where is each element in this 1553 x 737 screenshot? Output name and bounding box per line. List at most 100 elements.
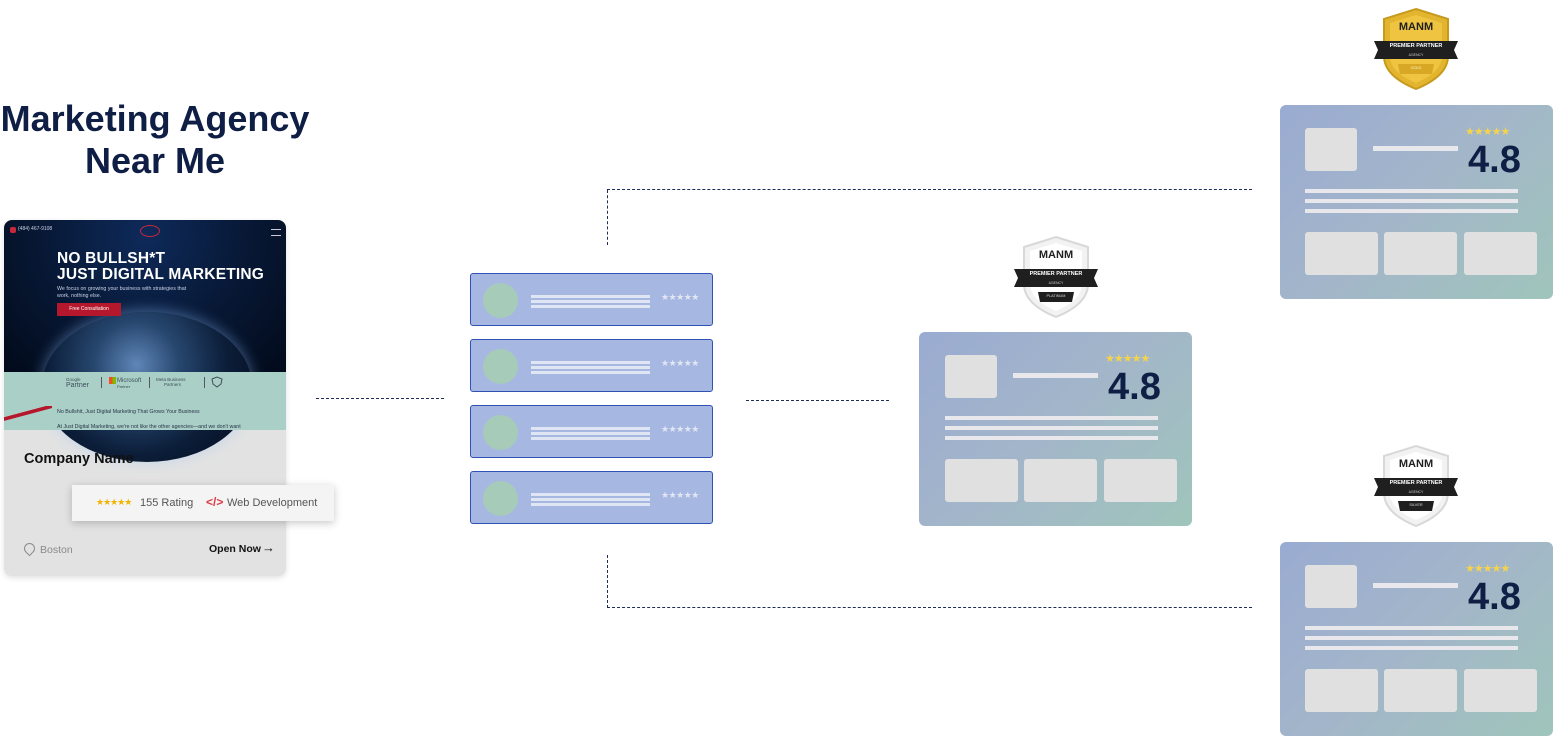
profile-score: 4.8 [1108, 366, 1161, 408]
listing-item[interactable]: ★★★★★ [470, 273, 713, 326]
silver-shield-icon [1374, 444, 1458, 528]
meta-partner-line-2: Partners [164, 382, 182, 387]
site-intro-heading: No Bullshit, Just Digital Marketing That… [57, 409, 200, 415]
meta-partner-line-1: Meta Business [156, 377, 186, 382]
listing-avatar [483, 349, 518, 384]
profile-text-line [1305, 646, 1518, 650]
listing-item[interactable]: ★★★★★ [470, 471, 713, 524]
microsoft-partner-logo: Microsoft Partner [109, 377, 141, 390]
arrow-right-icon[interactable]: → [262, 540, 275, 555]
partner-divider [101, 377, 102, 388]
listing-text-line [531, 503, 650, 506]
hamburger-menu-icon [271, 229, 281, 236]
site-cta-button: Free Consultation [57, 303, 121, 316]
profile-gallery-item [1024, 459, 1097, 502]
connector-down-horizontal [607, 607, 1252, 608]
listing-avatar [483, 415, 518, 450]
connector-card-to-list [316, 398, 444, 399]
badge-brand: MANM [1038, 249, 1074, 261]
badge-tier: SILVER [1409, 503, 1423, 507]
site-headline-line-2: JUST DIGITAL MARKETING [57, 266, 265, 283]
listing-stars: ★★★★★ [661, 358, 699, 368]
profile-gallery-item [1464, 232, 1537, 275]
listing-avatar [483, 481, 518, 516]
profile-score: 4.8 [1468, 139, 1521, 181]
code-icon: </> [206, 495, 224, 509]
listing-stars: ★★★★★ [661, 292, 699, 302]
phone-icon [10, 227, 16, 233]
listing-stars: ★★★★★ [661, 490, 699, 500]
connector-up-horizontal [607, 189, 1252, 190]
site-phone: (484) 467-9108 [18, 226, 53, 232]
badge-tier: GOLD [1410, 66, 1422, 70]
badge-ribbon: PREMIER PARTNER [1029, 271, 1083, 277]
listing-item[interactable]: ★★★★★ [470, 405, 713, 458]
category-label: Web Development [227, 497, 318, 509]
site-subtitle: We focus on growing your business with s… [57, 286, 187, 299]
profile-title-line [1373, 583, 1458, 588]
listing-avatar [483, 283, 518, 318]
listing-text-line [531, 300, 650, 303]
badge-ribbon: PREMIER PARTNER [1389, 480, 1443, 486]
platinum-badge: MANM PREMIER PARTNER AGENCY PLATINUM [1010, 234, 1102, 320]
rating-count: 155 Rating [140, 497, 194, 509]
company-card[interactable]: (484) 467-9108 NO BULLSH*T JUST DIGITAL … [4, 220, 286, 576]
award-badge-icon [211, 376, 223, 390]
website-screenshot: (484) 467-9108 NO BULLSH*T JUST DIGITAL … [4, 220, 286, 462]
listing-text-line [531, 493, 650, 496]
profile-text-line [945, 426, 1158, 430]
listing-item[interactable]: ★★★★★ [470, 339, 713, 392]
rating-stars: ★★★★★ [96, 497, 132, 507]
gold-badge: MANM PREMIER PARTNER AGENCY GOLD [1370, 6, 1462, 92]
heading-line-2: Near Me [84, 140, 226, 181]
badge-brand: MANM [1398, 21, 1434, 33]
profile-panel-silver[interactable]: ★★★★★ 4.8 [1280, 542, 1553, 736]
microsoft-partner-line-2: Partner [117, 384, 131, 390]
badge-agency: AGENCY [1408, 490, 1424, 494]
heading-line-1: Marketing Agency [0, 98, 310, 139]
listing-text-line [531, 305, 650, 308]
listing-text-line [531, 432, 650, 435]
profile-title-line [1373, 146, 1458, 151]
profile-title-line [1013, 373, 1098, 378]
rating-category-chip: ★★★★★ 155 Rating </> Web Development [72, 485, 334, 521]
page-heading: Marketing Agency Near Me [0, 98, 310, 182]
profile-panel-gold[interactable]: ★★★★★ 4.8 [1280, 105, 1553, 299]
partner-divider [149, 377, 150, 388]
badge-agency: AGENCY [1408, 53, 1424, 57]
listing-text-line [531, 427, 650, 430]
profile-text-line [1305, 209, 1518, 213]
listing-text-line [531, 498, 650, 501]
listing-text-line [531, 371, 650, 374]
open-now-link[interactable]: Open Now [209, 543, 261, 555]
profile-gallery-item [945, 459, 1018, 502]
profile-gallery-item [1104, 459, 1177, 502]
company-name: Company Name [24, 451, 134, 467]
badge-agency: AGENCY [1048, 281, 1064, 285]
profile-gallery-item [1384, 232, 1457, 275]
profile-text-line [1305, 636, 1518, 640]
profile-text-line [945, 416, 1158, 420]
profile-score: 4.8 [1468, 576, 1521, 618]
badge-brand: MANM [1398, 458, 1434, 470]
google-partner-line-2: Partner [66, 382, 89, 389]
location-label: Boston [40, 544, 73, 556]
connector-down-vertical [607, 555, 608, 608]
profile-panel-platinum[interactable]: ★★★★★ 4.8 [919, 332, 1192, 526]
connector-up-vertical [607, 190, 608, 245]
listing-text-line [531, 361, 650, 364]
connector-list-to-profile [746, 400, 889, 401]
microsoft-partner-line-1: Microsoft [117, 378, 142, 385]
site-intro-text: At Just Digital Marketing, we're not lik… [57, 424, 241, 430]
profile-gallery-item [1305, 232, 1378, 275]
google-partner-logo: Google Partner [66, 377, 89, 389]
site-headline-line-1: NO BULLSH*T [57, 250, 166, 267]
profile-stars: ★★★★★ [1465, 563, 1510, 575]
decorative-stripe [4, 406, 52, 430]
listing-stars: ★★★★★ [661, 424, 699, 434]
site-headline: NO BULLSH*T JUST DIGITAL MARKETING [57, 251, 264, 283]
site-logo [140, 225, 160, 237]
profile-text-line [1305, 189, 1518, 193]
google-partner-line-1: Google [66, 377, 81, 382]
listing-text-line [531, 295, 650, 298]
